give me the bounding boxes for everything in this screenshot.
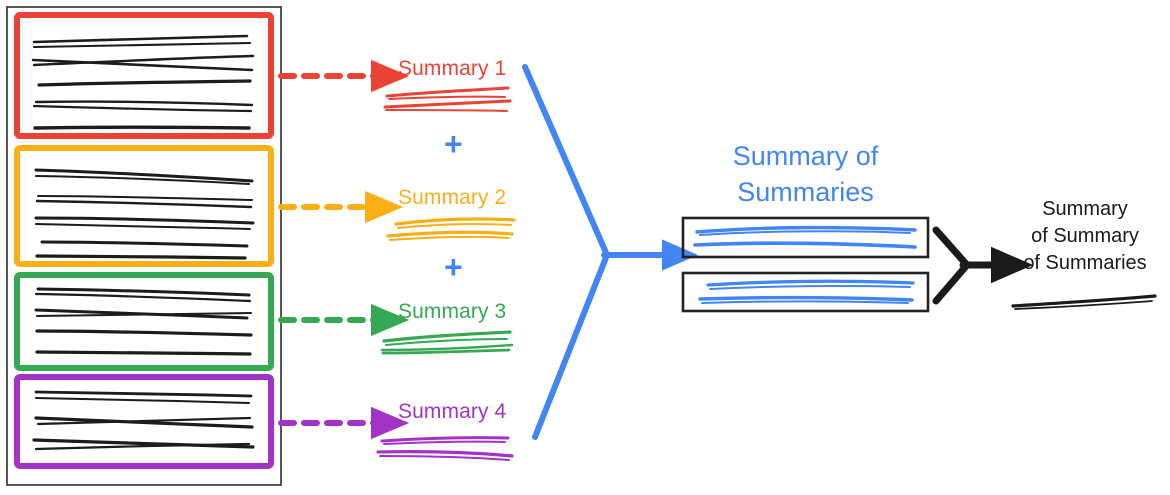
- final-arrow: [932, 226, 1033, 305]
- summary-label-4: Summary 4: [398, 400, 507, 423]
- chunk-text-lines-2: [34, 168, 255, 260]
- final-output-line-3: of Summaries: [1023, 252, 1147, 274]
- chunk-box-4[interactable]: [14, 374, 274, 469]
- chunk-box-1[interactable]: [14, 12, 274, 139]
- sos-title: Summary of Summaries: [683, 138, 928, 210]
- sos-box-2[interactable]: [681, 271, 930, 313]
- summary-label-1: Summary 1: [398, 57, 507, 80]
- chunk-text-lines-4: [32, 390, 255, 451]
- summary-label-3: Summary 3: [398, 300, 507, 323]
- sos-lines-2: [698, 279, 915, 304]
- summary-lines-4: [376, 436, 514, 461]
- final-output-line-2: of Summary: [1031, 225, 1139, 247]
- final-output-line: [1011, 294, 1157, 310]
- summary-lines-1: [383, 86, 512, 112]
- chunk-box-2[interactable]: [14, 145, 274, 267]
- chunk-box-3[interactable]: [14, 272, 274, 371]
- final-output-label: Summary of Summary of Summaries: [1005, 196, 1165, 277]
- merge-arrow: [522, 64, 698, 440]
- plus-sign-1: +: [444, 126, 463, 162]
- plus-sign-2: +: [444, 249, 463, 285]
- summary-label-2: Summary 2: [398, 186, 507, 209]
- chunk-text-lines-3: [34, 287, 253, 356]
- sos-title-line-1: Summary of: [732, 141, 879, 171]
- summary-lines-3: [380, 330, 514, 355]
- sos-title-line-2: Summaries: [737, 177, 874, 207]
- sos-lines-1: [693, 225, 917, 249]
- chunk-text-lines-1: [31, 34, 255, 130]
- final-output-line-1: Summary: [1042, 198, 1128, 220]
- document-container: [6, 6, 282, 486]
- summary-lines-2: [386, 217, 516, 241]
- sos-box-1[interactable]: [681, 216, 930, 259]
